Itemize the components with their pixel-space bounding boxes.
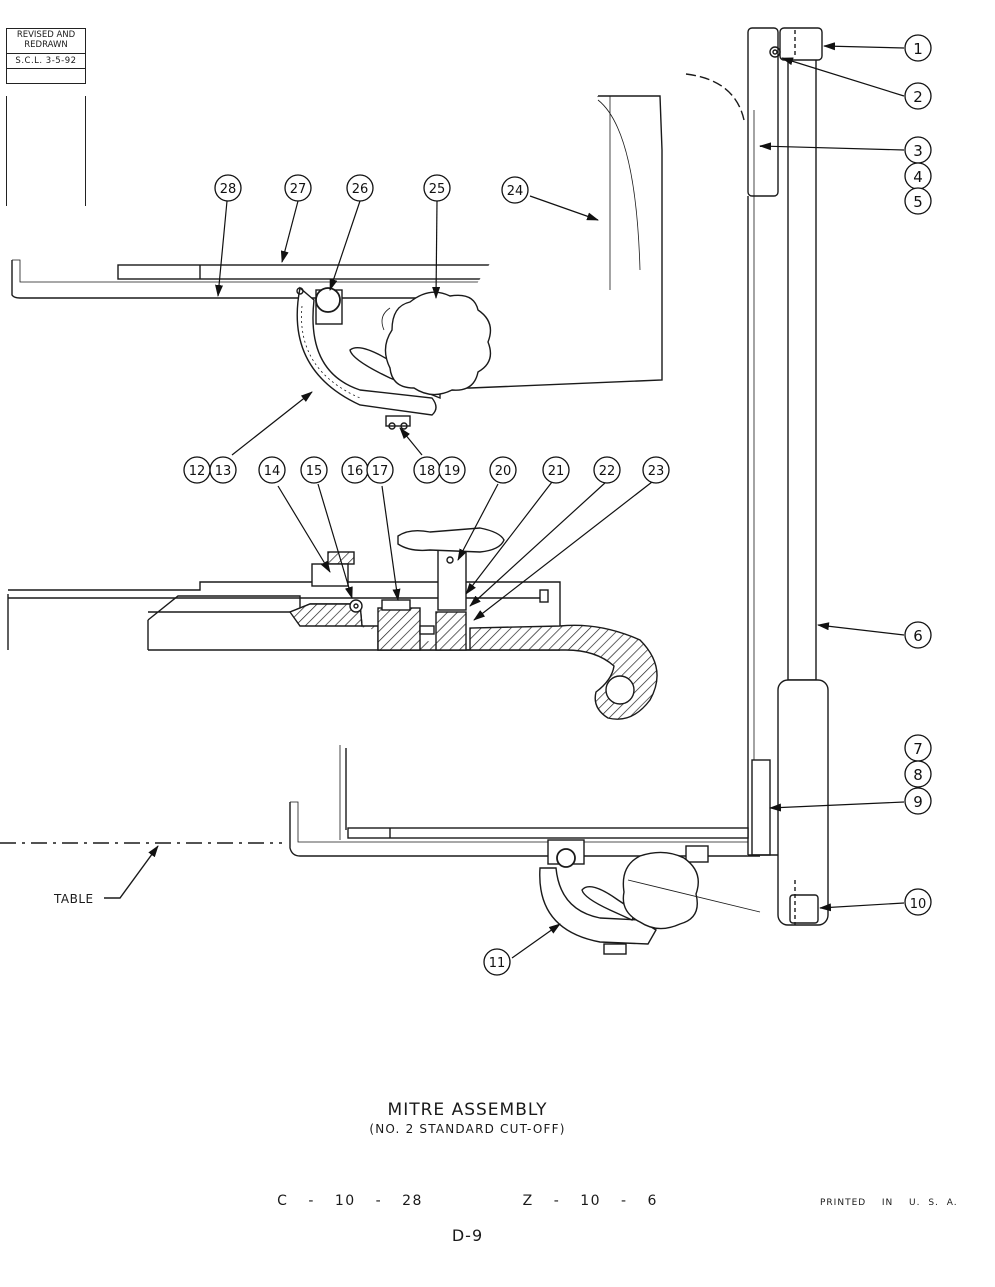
mitre-gauge-top-view	[11, 95, 663, 430]
callout-balloons: 1 2 3 4 5 6 7 8 9 10 11 12 13 14 15 16 1…	[183, 34, 932, 976]
svg-text:12: 12	[189, 464, 206, 479]
printed-in-usa: PRINTED IN U. S. A.	[820, 1198, 958, 1208]
callout-24: 24	[501, 176, 529, 204]
callout-2: 2	[904, 82, 932, 110]
callout-18: 18	[413, 456, 441, 484]
callout-4: 4	[904, 162, 932, 190]
callout-5: 5	[904, 187, 932, 215]
svg-text:22: 22	[599, 464, 616, 479]
drawing-numbers: C - 10 - 28 Z - 10 - 6	[277, 1193, 658, 1209]
drawing-title: MITRE ASSEMBLY	[387, 1100, 548, 1120]
vertical-column	[685, 27, 829, 926]
leader-lines	[215, 42, 905, 959]
callout-1: 1	[904, 34, 932, 62]
svg-text:8: 8	[913, 766, 923, 784]
svg-text:16: 16	[347, 464, 364, 479]
revision-block-border	[6, 96, 86, 206]
svg-text:19: 19	[444, 464, 461, 479]
revision-line-2: REDRAWN	[24, 40, 68, 50]
callout-27: 27	[284, 174, 312, 202]
svg-text:1: 1	[913, 40, 923, 58]
svg-text:23: 23	[648, 464, 665, 479]
callout-28: 28	[214, 174, 242, 202]
svg-text:9: 9	[913, 793, 923, 811]
callout-17: 17	[366, 456, 394, 484]
callout-8: 8	[904, 760, 932, 788]
svg-text:18: 18	[419, 464, 436, 479]
svg-text:13: 13	[215, 464, 232, 479]
svg-text:24: 24	[507, 184, 524, 199]
svg-text:5: 5	[913, 193, 923, 211]
callout-3: 3	[904, 136, 932, 164]
mitre-gauge-bottom-view	[289, 745, 761, 955]
svg-text:10: 10	[910, 897, 927, 912]
callout-16: 16	[341, 456, 369, 484]
callout-26: 26	[346, 174, 374, 202]
callout-9: 9	[904, 787, 932, 815]
callout-21: 21	[542, 456, 570, 484]
svg-text:2: 2	[913, 88, 923, 106]
page-number: D-9	[451, 1226, 484, 1245]
callout-7: 7	[904, 734, 932, 762]
callout-15: 15	[300, 456, 328, 484]
callout-19: 19	[438, 456, 466, 484]
callout-20: 20	[489, 456, 517, 484]
callout-13: 13	[209, 456, 237, 484]
callout-25: 25	[423, 174, 451, 202]
svg-text:11: 11	[489, 956, 506, 971]
svg-text:7: 7	[913, 740, 923, 758]
svg-text:27: 27	[290, 182, 307, 197]
svg-text:6: 6	[913, 627, 923, 645]
mitre-gauge-section-view	[7, 527, 658, 720]
svg-text:20: 20	[495, 464, 512, 479]
callout-23: 23	[642, 456, 670, 484]
callout-12: 12	[183, 456, 211, 484]
svg-text:21: 21	[548, 464, 565, 479]
revision-header: REVISED AND REDRAWN	[7, 29, 85, 54]
revision-stamp: S.C.L. 3-5-92	[7, 54, 85, 69]
table-label: TABLE	[54, 892, 94, 906]
callout-6: 6	[904, 621, 932, 649]
callout-14: 14	[258, 456, 286, 484]
callout-11: 11	[483, 948, 511, 976]
svg-text:26: 26	[352, 182, 369, 197]
svg-text:25: 25	[429, 182, 446, 197]
revision-line-1: REVISED AND	[16, 30, 76, 40]
callout-10: 10	[904, 888, 932, 916]
svg-text:3: 3	[913, 142, 923, 160]
drawing-subtitle: (NO. 2 STANDARD CUT-OFF)	[369, 1122, 566, 1136]
svg-text:4: 4	[913, 168, 923, 186]
svg-text:28: 28	[220, 182, 237, 197]
callout-22: 22	[593, 456, 621, 484]
svg-text:17: 17	[372, 464, 389, 479]
svg-text:15: 15	[306, 464, 323, 479]
revision-block: REVISED AND REDRAWN S.C.L. 3-5-92	[6, 28, 86, 84]
table-leader	[104, 845, 159, 899]
svg-text:14: 14	[264, 464, 281, 479]
